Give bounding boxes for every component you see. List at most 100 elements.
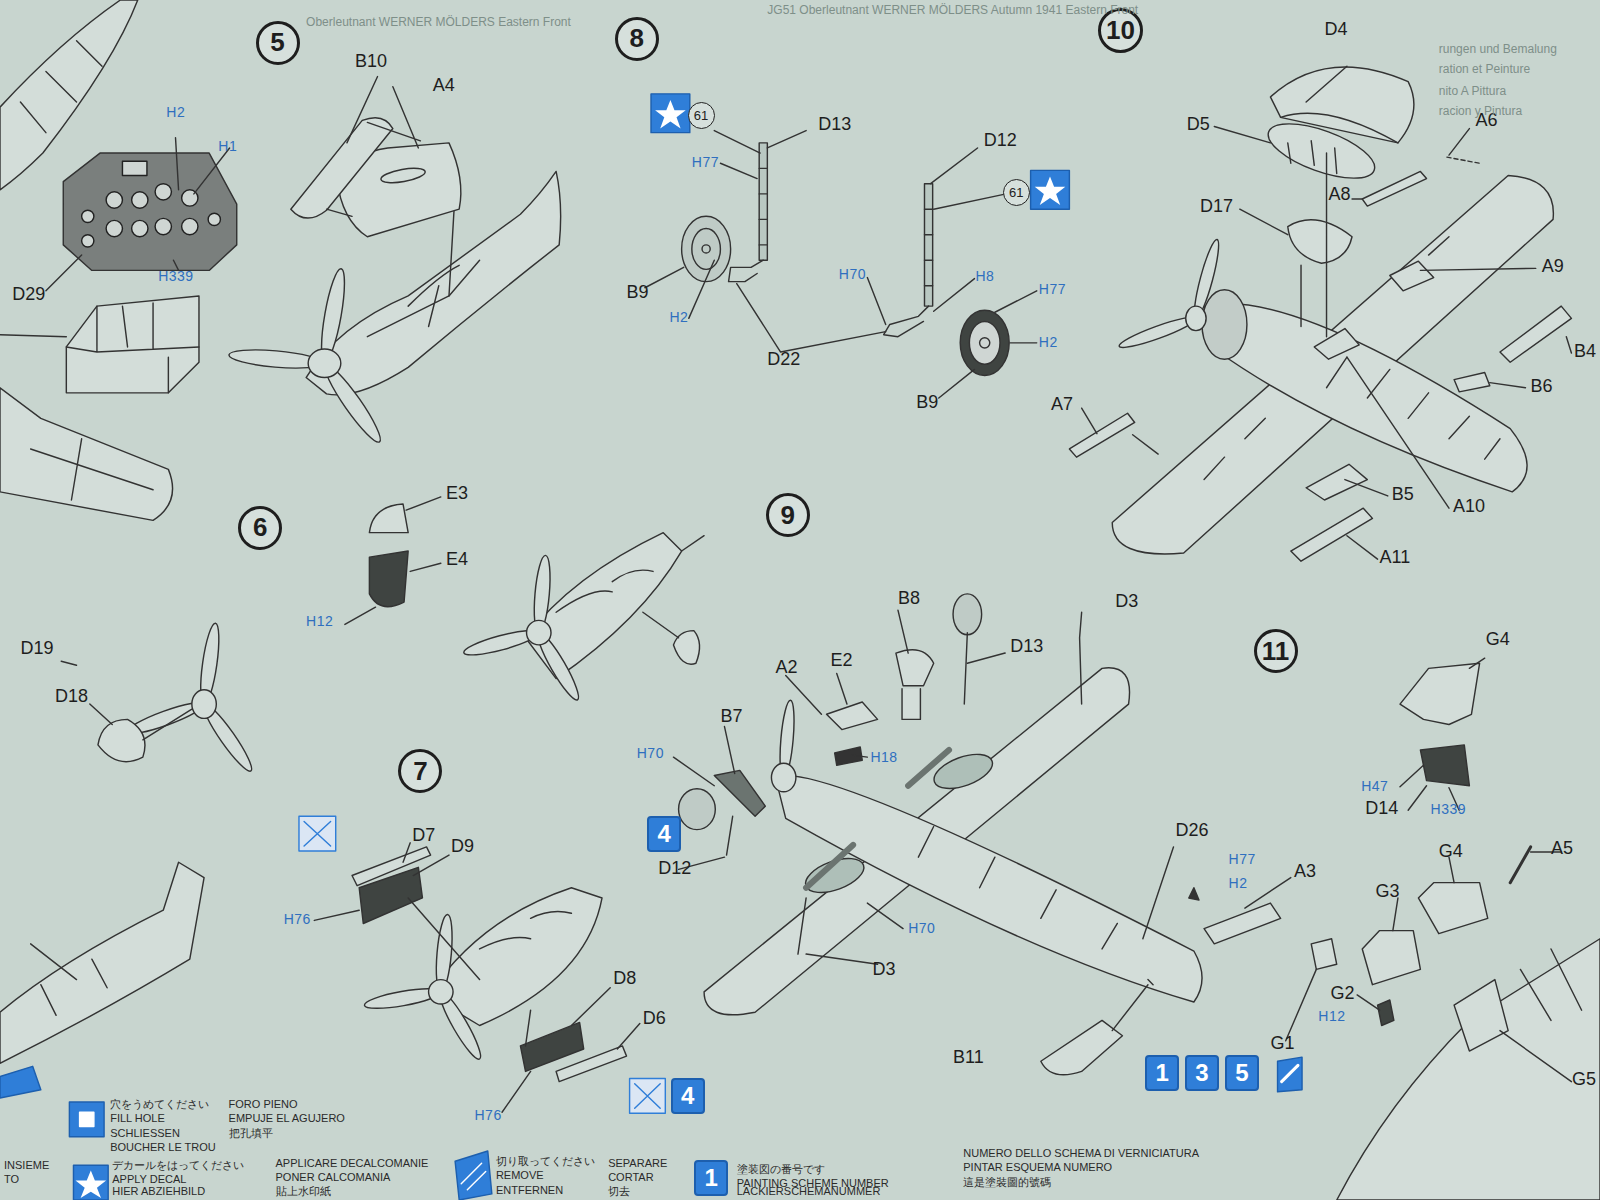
part-label: D22 <box>767 350 800 370</box>
part-label: D26 <box>1176 821 1209 841</box>
node-text: 10 <box>1106 15 1135 46</box>
paint-reference: H77 <box>1229 852 1256 867</box>
paint-reference: H12 <box>306 614 333 629</box>
paint-reference: H47 <box>1361 779 1388 794</box>
part-label: A10 <box>1453 497 1485 517</box>
paint-reference: H1 <box>218 139 237 154</box>
step-number: 6 <box>238 506 282 550</box>
paint-number-circle: 61 <box>688 102 715 129</box>
part-label: A11 <box>1380 548 1411 568</box>
legend-note: FORO PIENO <box>229 1098 298 1110</box>
legend-note: 這是塗裝圖的號碼 <box>963 1176 1051 1188</box>
node-text: 61 <box>694 108 708 123</box>
legend-note: EMPUJE EL AGUJERO <box>229 1112 345 1124</box>
part-label: D14 <box>1365 799 1398 819</box>
paint-reference: H77 <box>1039 282 1066 297</box>
scheme-number-box: 5 <box>1225 1055 1259 1091</box>
legend-note: REMOVE <box>496 1169 544 1181</box>
part-label: D19 <box>20 639 53 659</box>
legend-note: 切去 <box>608 1185 630 1197</box>
node-text: 5 <box>1235 1059 1248 1087</box>
step-number: 7 <box>398 749 442 793</box>
node-text: 61 <box>1009 185 1023 200</box>
part-label: G4 <box>1486 630 1510 650</box>
part-label: A4 <box>433 76 455 96</box>
part-label: D3 <box>1115 592 1138 612</box>
part-label: D5 <box>1187 115 1210 135</box>
part-label: D8 <box>613 969 636 989</box>
part-label: E3 <box>446 484 468 504</box>
paint-reference: H70 <box>908 921 935 936</box>
part-label: E4 <box>446 550 468 570</box>
legend-note: FILL HOLE <box>110 1112 165 1124</box>
scheme-number-box: 1 <box>694 1160 728 1196</box>
scheme-number-box: 3 <box>1185 1055 1219 1091</box>
paint-reference: H8 <box>976 269 995 284</box>
legend-note: 把孔填平 <box>229 1127 273 1139</box>
step-number: 9 <box>766 493 810 537</box>
node-text: 8 <box>630 23 644 54</box>
node-text: 4 <box>658 820 671 848</box>
paint-reference: H2 <box>166 105 185 120</box>
legend-note: ENTFERNEN <box>496 1184 563 1196</box>
step-number: 11 <box>1254 629 1298 673</box>
part-label: B5 <box>1392 485 1414 505</box>
part-label: D7 <box>412 826 435 846</box>
legend-note: LACKIERSCHEMANUMMER <box>737 1185 881 1197</box>
legend-note: HIER ABZIEHBILD <box>112 1185 205 1197</box>
part-label: B6 <box>1531 377 1553 397</box>
part-label: B11 <box>953 1048 984 1068</box>
part-label: A5 <box>1551 839 1573 859</box>
faint-caption: rungen und Bemalung <box>1439 43 1557 56</box>
step-number: 5 <box>256 21 300 65</box>
part-label: D4 <box>1324 20 1347 40</box>
node-text: 1 <box>1156 1059 1169 1087</box>
part-label: A8 <box>1329 185 1351 205</box>
node-text: 1 <box>705 1164 718 1192</box>
legend-note: CORTAR <box>608 1171 653 1183</box>
paint-reference: H70 <box>637 746 664 761</box>
part-label: G5 <box>1572 1070 1596 1090</box>
paint-reference: H77 <box>692 155 719 170</box>
part-label: D29 <box>12 285 45 305</box>
legend-note: PONER CALCOMANIA <box>276 1171 391 1183</box>
faint-caption: ration et Peinture <box>1439 63 1530 76</box>
paint-reference: H2 <box>1039 335 1058 350</box>
legend-note: TO <box>4 1173 19 1185</box>
paint-reference: H2 <box>669 310 688 325</box>
part-label: A9 <box>1542 257 1564 277</box>
paint-reference: H18 <box>870 750 897 765</box>
part-label: D3 <box>872 960 895 980</box>
part-label: D9 <box>451 837 474 857</box>
paint-number-circle: 61 <box>1003 179 1030 206</box>
part-label: B9 <box>627 283 649 303</box>
part-label: A7 <box>1051 395 1073 415</box>
node-text: 3 <box>1195 1059 1208 1087</box>
paint-reference: H76 <box>474 1108 501 1123</box>
part-label: D18 <box>55 687 88 707</box>
paint-reference: H339 <box>158 269 193 284</box>
part-label: E2 <box>831 651 853 671</box>
node-text: 7 <box>413 756 427 787</box>
legend-note: 塗装図の番号です <box>737 1163 825 1175</box>
legend-note: APPLICARE DECALCOMANIE <box>276 1157 429 1169</box>
legend-note: SCHLIESSEN <box>110 1127 180 1139</box>
part-label: A2 <box>776 658 798 678</box>
step-number: 8 <box>615 17 659 61</box>
part-label: B9 <box>916 393 938 413</box>
scheme-number-box: 4 <box>671 1078 705 1114</box>
legend-note: デカールをはってください <box>112 1159 244 1171</box>
part-label: D6 <box>643 1009 666 1029</box>
part-label: G2 <box>1331 984 1355 1004</box>
part-label: A3 <box>1294 862 1316 882</box>
faint-caption: nito A Pittura <box>1439 85 1506 98</box>
legend-note: BOUCHER LE TROU <box>110 1141 216 1153</box>
part-label: D12 <box>658 859 691 879</box>
part-label: D13 <box>1010 637 1043 657</box>
node-text: 6 <box>253 512 267 543</box>
scheme-number-box: 4 <box>647 816 681 852</box>
faint-caption: racion y Pintura <box>1439 105 1522 118</box>
legend-note: INSIEME <box>4 1159 49 1171</box>
